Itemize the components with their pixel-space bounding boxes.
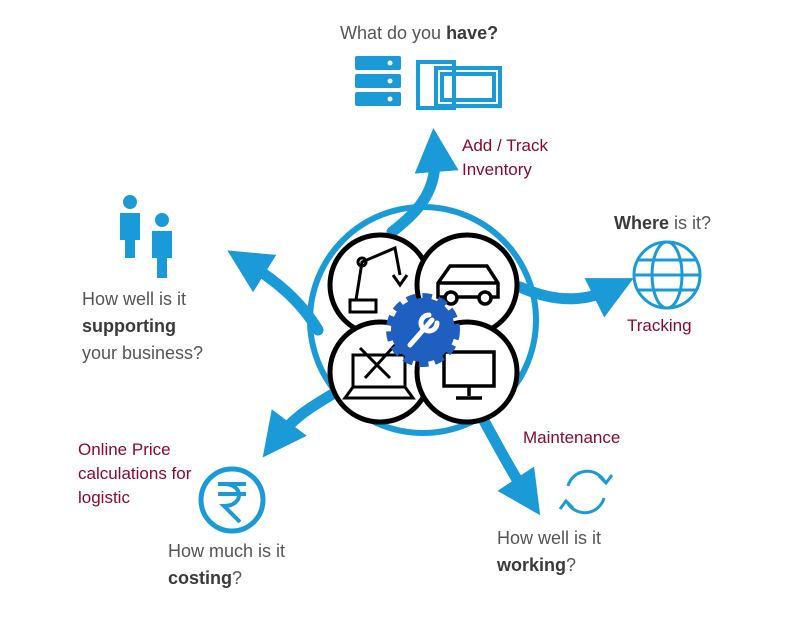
action-inventory: Add / Track Inventory — [462, 134, 548, 182]
swirl-arrows — [227, 128, 634, 516]
question-working-bold: working — [497, 555, 567, 575]
question-supporting: How well is it supporting your business? — [82, 286, 203, 367]
question-working: How well is it working? — [497, 525, 601, 579]
question-supporting-line1: How well is it — [82, 289, 187, 309]
car-icon — [436, 264, 500, 306]
users-icon — [120, 195, 172, 278]
question-costing-post: ? — [232, 568, 243, 588]
laptop-tools-icon — [342, 343, 416, 400]
action-pricing-line1: Online Price — [78, 440, 171, 459]
arrow-to-inventory — [386, 128, 459, 238]
arrow-to-tracking — [514, 278, 634, 318]
gear-wrench-icon — [386, 293, 460, 367]
monitor-icon — [442, 350, 496, 400]
robot-arm-icon — [348, 245, 409, 314]
arrow-to-maintenance — [472, 404, 541, 516]
action-maintenance: Maintenance — [523, 428, 621, 447]
action-tracking: Tracking — [627, 316, 692, 335]
rupee-icon — [198, 466, 266, 534]
question-supporting-bold: supporting — [82, 316, 176, 336]
action-inventory-line1: Add / Track — [462, 136, 548, 155]
arrow-to-pricing — [262, 386, 342, 458]
server-stack-icon — [355, 56, 401, 106]
question-costing-bold: costing — [168, 568, 233, 588]
question-working-line1: How well is it — [497, 528, 602, 548]
arrow-to-supporting — [227, 250, 324, 336]
action-pricing-line2: calculations for — [78, 464, 192, 483]
question-supporting-line3: your business? — [82, 343, 204, 363]
question-where-text: is it? — [669, 213, 712, 233]
question-working-post: ? — [566, 555, 577, 575]
question-costing-line1: How much is it — [168, 541, 286, 561]
center-tools — [327, 232, 520, 425]
question-where-bold: Where — [614, 213, 670, 233]
question-have-bold: have? — [446, 23, 499, 43]
action-pricing: Online Price calculations for logistic — [78, 438, 191, 510]
question-where: Where is it? — [614, 210, 711, 237]
question-costing: How much is it costing? — [168, 538, 285, 592]
question-have: What do you have? — [340, 20, 498, 47]
action-inventory-line2: Inventory — [462, 160, 532, 179]
refresh-icon — [558, 469, 614, 515]
action-pricing-line3: logistic — [78, 488, 130, 507]
question-have-text: What do you — [340, 23, 447, 43]
globe-icon — [632, 240, 702, 310]
devices-icon — [416, 60, 502, 110]
